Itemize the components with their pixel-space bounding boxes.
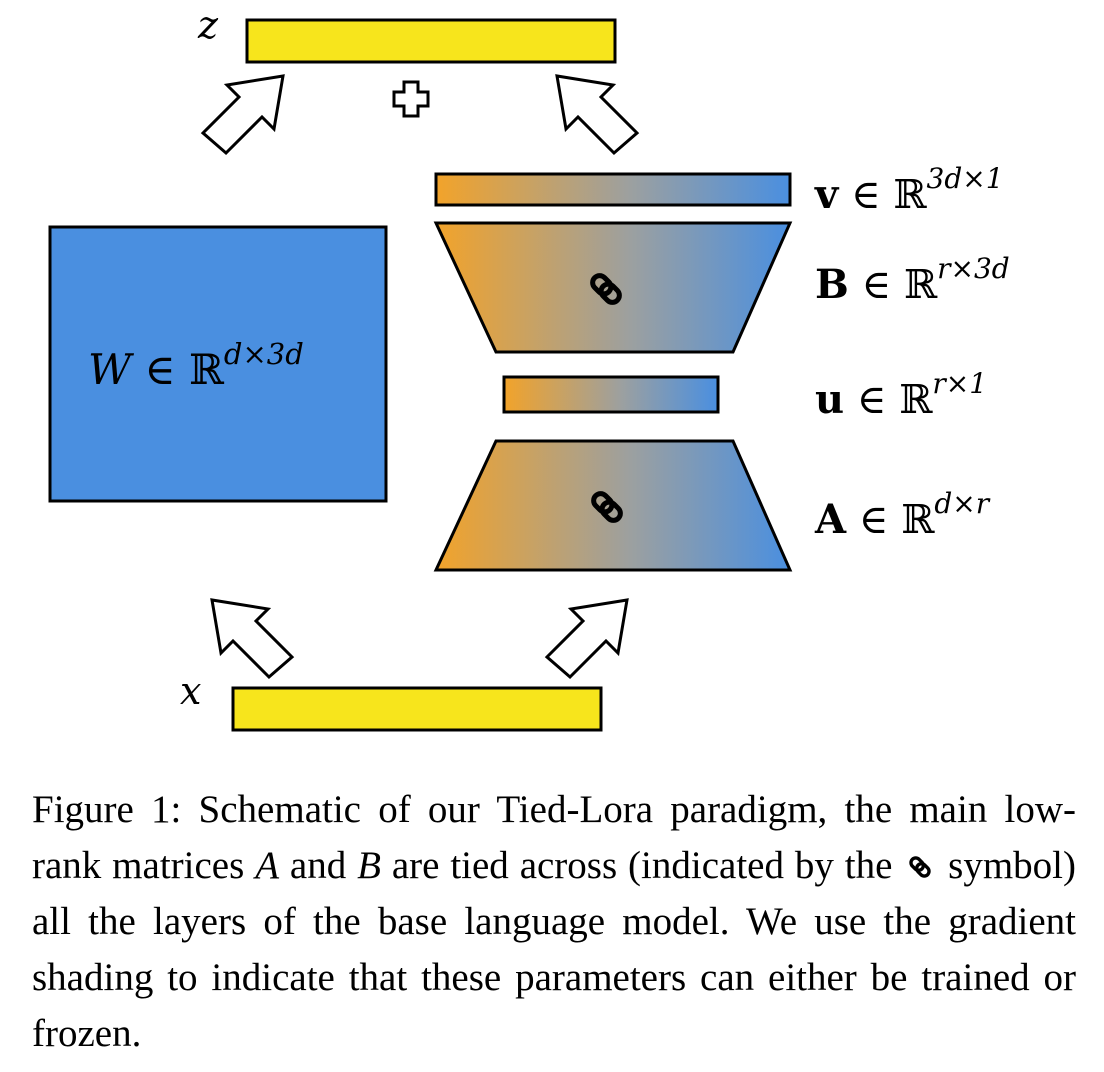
w-label: W ∈ ℝd×3d	[88, 337, 304, 394]
w-matrix	[48, 225, 388, 503]
v-vector	[434, 172, 792, 207]
u-vector	[502, 375, 720, 414]
caption-part-4: symbol) all the layers of the base langu…	[32, 844, 1077, 1055]
figure-caption: Figure 1: Schematic of our Tied-Lora par…	[32, 782, 1076, 1062]
arrow-icon-bottom-right	[544, 598, 629, 680]
caption-var-b: B	[357, 844, 381, 887]
caption-part-3: are tied across (indicated by the	[380, 844, 904, 887]
caption-part-2: and	[279, 844, 358, 887]
caption-var-a: A	[255, 844, 280, 887]
b-label: B ∈ ℝr×3d	[815, 252, 1010, 308]
caption-part-1: Figure 1: Schematic of our Tied-Lora par…	[32, 788, 1076, 887]
x-vector	[231, 686, 603, 732]
arrow-icon-bottom-left	[210, 598, 295, 680]
u-label: u ∈ ℝr×1	[815, 367, 987, 423]
link-icon	[907, 854, 933, 880]
z-label: z	[197, 3, 219, 47]
x-label: x	[180, 669, 201, 713]
arrow-icon-top-right	[555, 74, 640, 156]
a-label: A ∈ ℝd×r	[814, 487, 991, 543]
tied-lora-diagram: z W ∈ ℝd×3d v ∈ ℝ3d×1 B ∈ ℝr×3d u ∈ ℝr×1…	[48, 3, 1010, 732]
arrow-icon-top-left	[200, 74, 285, 156]
z-vector	[245, 18, 617, 64]
plus-icon	[392, 80, 430, 118]
v-label: v ∈ ℝ3d×1	[814, 162, 1004, 218]
